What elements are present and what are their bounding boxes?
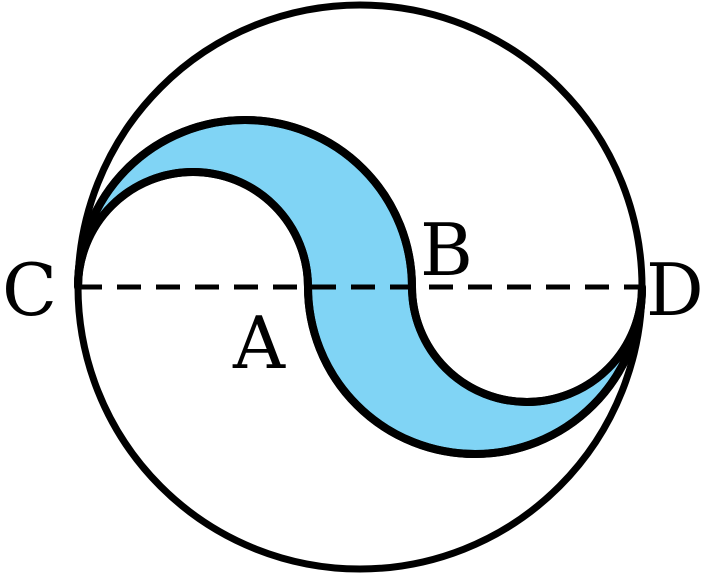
upper-outer-arc	[74, 116, 416, 288]
lower-inner-arc	[408, 286, 646, 406]
lower-outer-arc	[304, 286, 646, 458]
label-point-c: C	[2, 248, 57, 332]
upper-inner-arc	[74, 168, 312, 288]
label-point-d: D	[646, 248, 704, 332]
label-point-b: B	[420, 208, 473, 292]
label-point-a: A	[232, 301, 286, 385]
